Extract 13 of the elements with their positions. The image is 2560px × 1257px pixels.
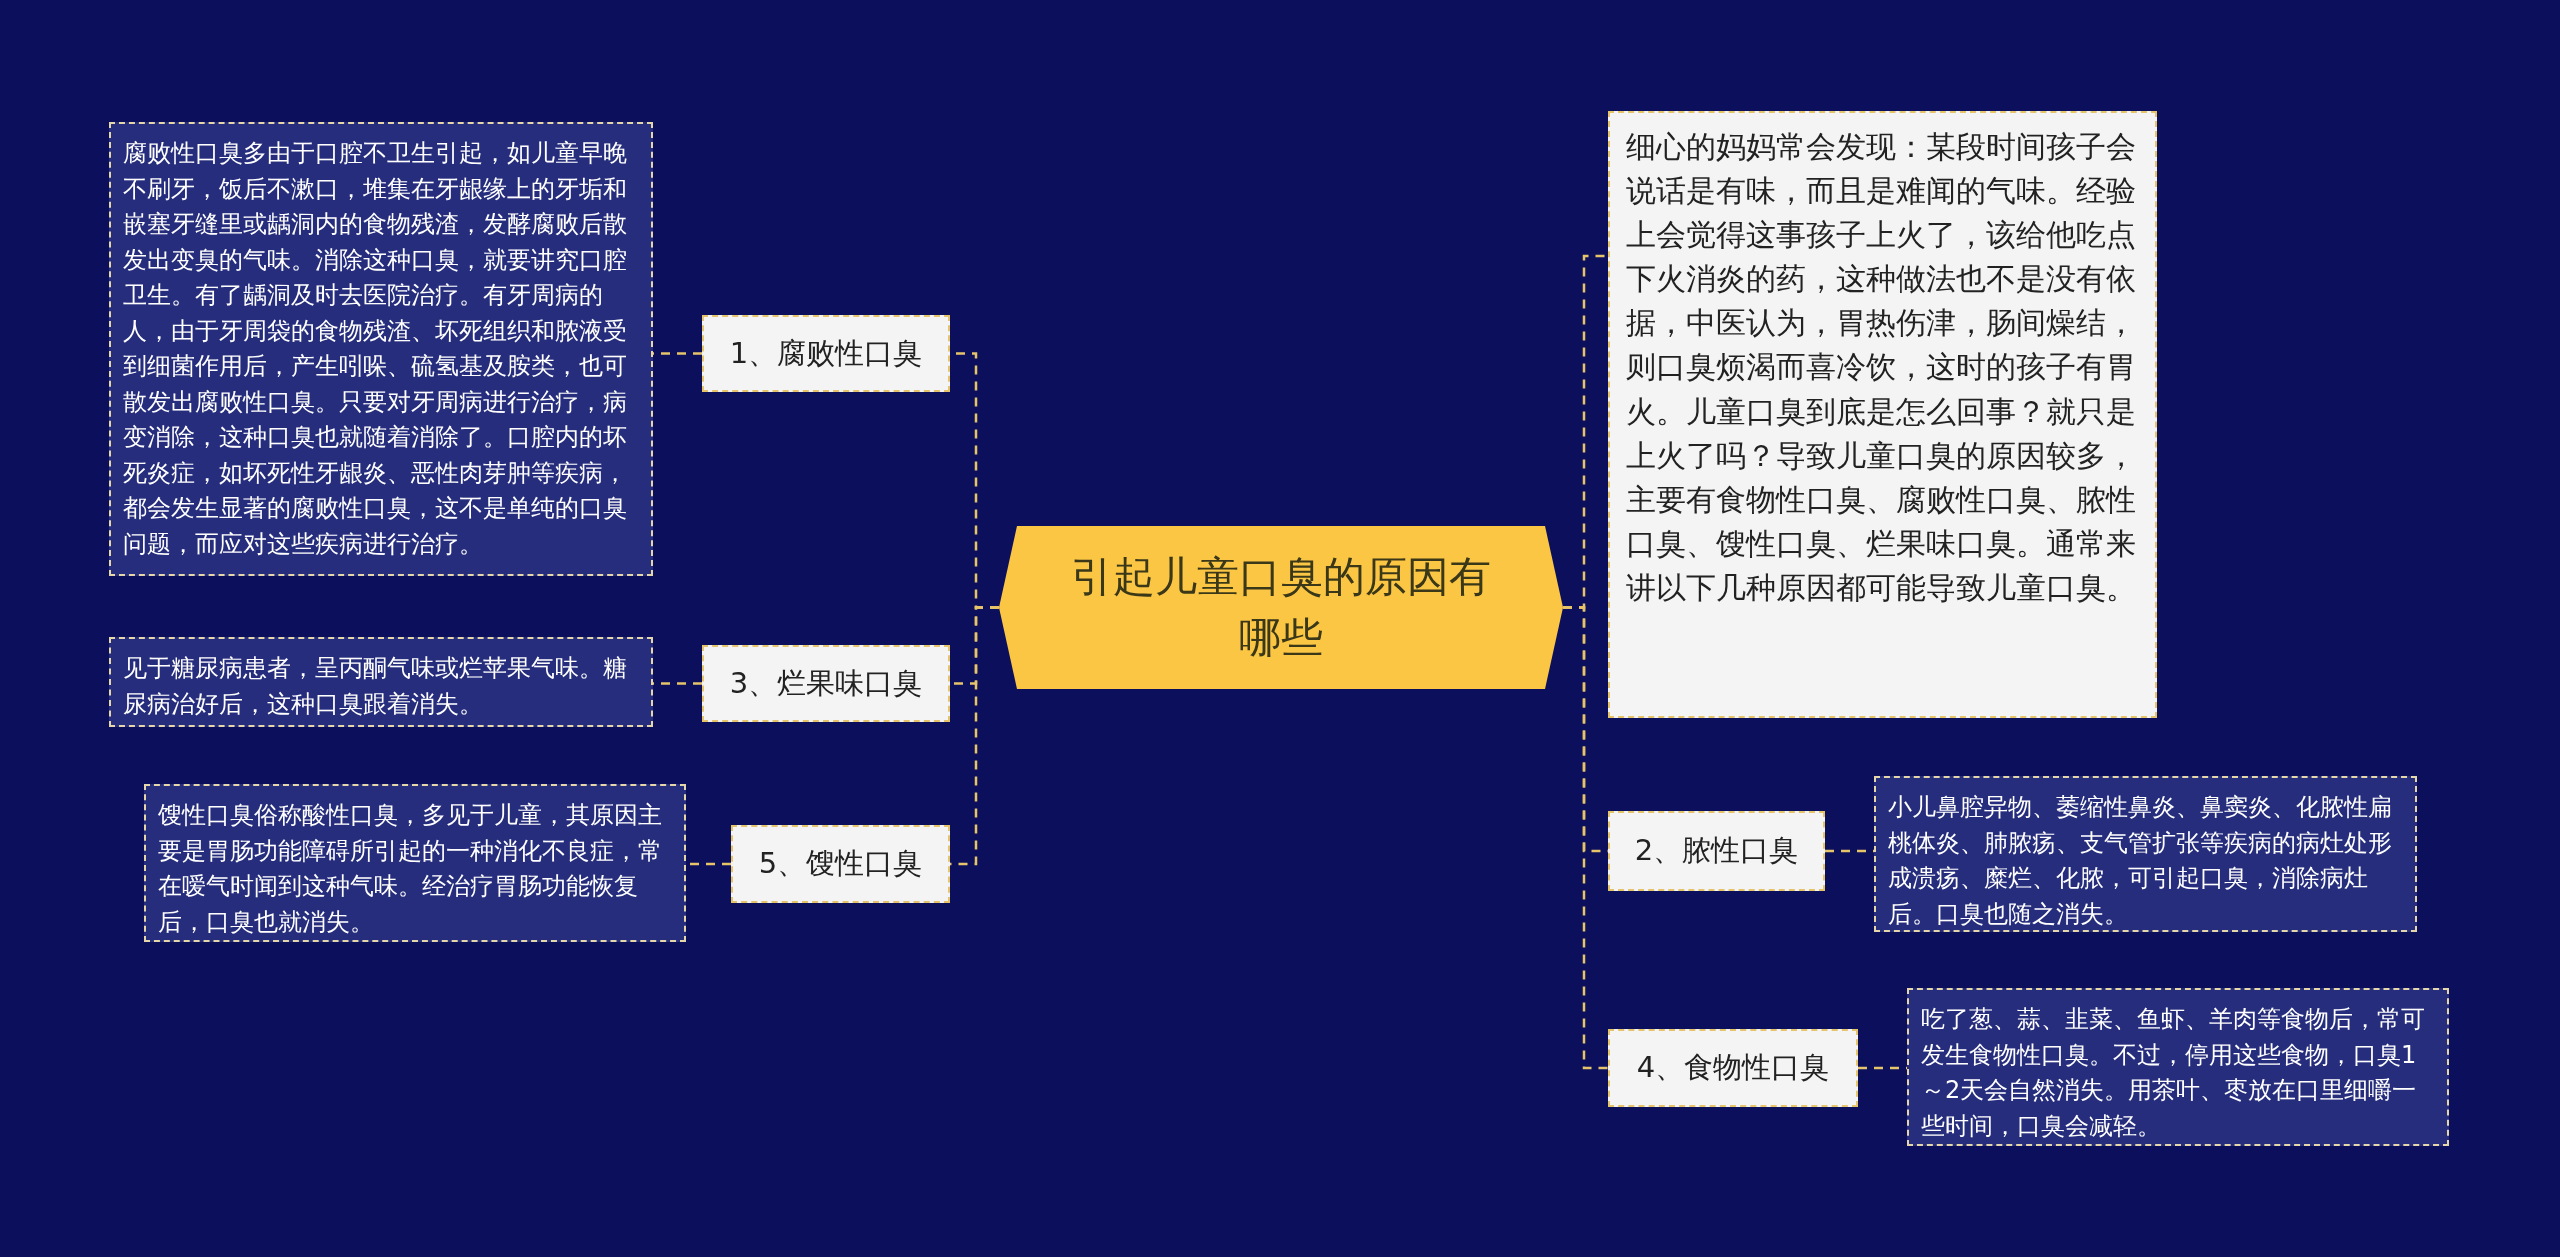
connector-line [1563,606,1608,1070]
branch-box: 2、脓性口臭 [1608,811,1825,891]
description-box: 腐败性口臭多由于口腔不卫生引起，如儿童早晚不刷牙，饭后不漱口，堆集在牙龈缘上的牙垢和嵌塞牙缝里或龋洞内的食物残渣，发酵腐败后散发出变臭的气味。消除这种口臭，就要讲究口腔卫生。有了龋洞及时去医院治疗。有牙周病的人，由于牙周袋的食物残渣、坏死组织和脓液受到细菌作用后，产生吲哚、硫氢基及胺类，也可散发出腐败性口臭。只要对牙周病进行治疗，病变消除，这种口臭也就随着消除了。口腔内的坏死炎症，如坏死性牙龈炎、恶性肉芽肿等疾病，都会发生显著的腐败性口臭，这不是单纯的口臭问题，而应对这些疾病进行治疗。 [109,122,653,577]
intro-box: 细心的妈妈常会发现：某段时间孩子会说话是有味，而且是难闻的气味。经验上会觉得这事孩子上火了，该给他吃点下火消炎的药，这种做法也不是没有依据，中医认为，胃热伤津，肠间燥结，则口臭烦渴而喜冷饮，这时的孩子有胃火。儿童口臭到底是怎么回事？就只是上火了吗？导致儿童口臭的原因较多，主要有食物性口臭、腐败性口臭、脓性口臭、馊性口臭、烂果味口臭。通常来讲以下几种原因都可能导致儿童口臭。 [1608,111,2157,718]
branch-box: 4、食物性口臭 [1608,1029,1858,1107]
description-box: 小儿鼻腔异物、萎缩性鼻炎、鼻窦炎、化脓性扁桃体炎、肺脓疡、支气管扩张等疾病的病灶处形成溃疡、糜烂、化脓，可引起口臭，消除病灶后。口臭也随之消失。 [1874,776,2417,932]
description-box: 馊性口臭俗称酸性口臭，多见于儿童，其原因主要是胃肠功能障碍所引起的一种消化不良症，常在嗳气时闻到这种气味。经治疗胃肠功能恢复后，口臭也就消失。 [144,784,686,942]
description-box: 见于糖尿病患者，呈丙酮气味或烂苹果气味。糖尿病治好后，这种口臭跟着消失。 [109,637,653,727]
description-box: 吃了葱、蒜、韭菜、鱼虾、羊肉等食物后，常可发生食物性口臭。不过，停用这些食物，口臭1～2天会自然消失。用茶叶、枣放在口里细嚼一些时间，口臭会减轻。 [1907,988,2449,1146]
branch-box: 3、烂果味口臭 [702,645,950,722]
branch-box: 1、腐败性口臭 [702,315,950,392]
topic-hexagon: 引起儿童口臭的原因有哪些 [999,526,1563,689]
branch-box: 5、馊性口臭 [731,825,950,903]
